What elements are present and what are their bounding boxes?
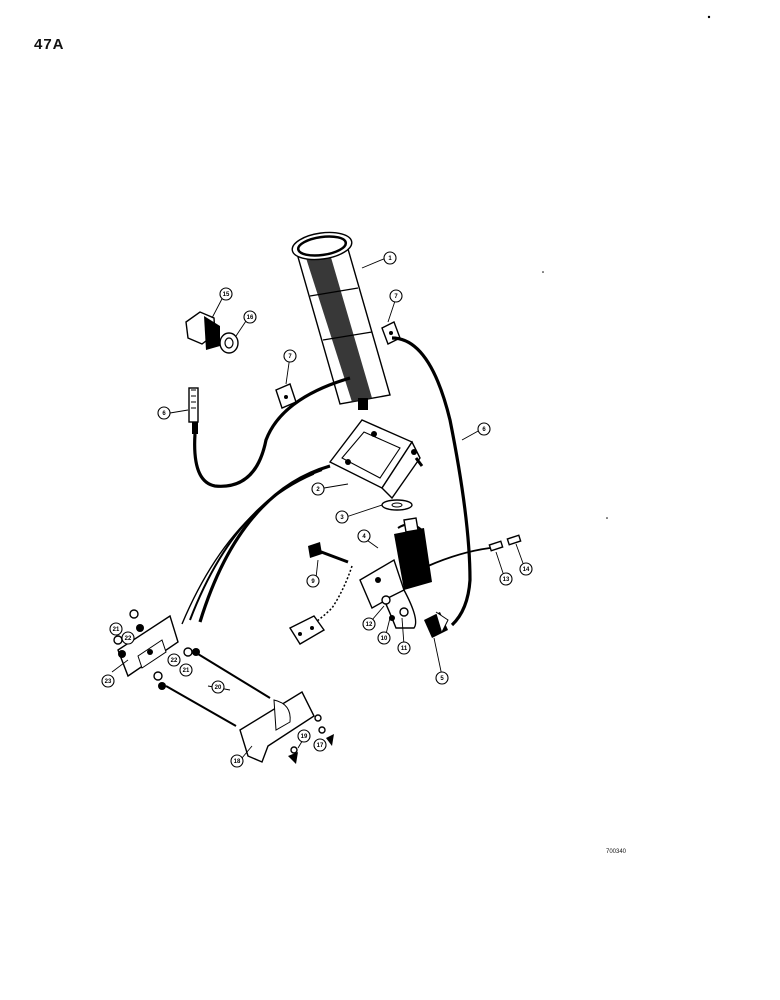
callout-c17: 17 [313,738,327,752]
callout-c7a: 7 [389,289,403,303]
callout-number: 13 [503,577,510,583]
callout-number: 21 [183,668,190,674]
callout-number: 10 [381,636,388,642]
callout-c1: 1 [383,251,397,265]
callout-number: 5 [440,676,444,682]
speck [707,15,711,19]
callout-number: 4 [362,534,366,540]
callout-number: 17 [317,743,324,749]
callout-c20: 20 [211,680,225,694]
callout-number: 7 [288,354,292,360]
callout-c23: 23 [101,674,115,688]
housing-part [359,517,449,638]
sender-part [188,387,199,434]
callout-c21a: 21 [109,622,123,636]
figure-code: 700340 [606,849,627,855]
callout-number: 11 [401,646,408,652]
callout-number: 2 [316,487,320,493]
callout-c19: 19 [297,729,311,743]
speck [606,517,608,519]
callout-c12: 12 [362,617,376,631]
callout-c9: 9 [306,574,320,588]
callout-number: 20 [215,685,222,691]
page-number: 47A [34,36,65,53]
callout-c10: 10 [377,631,391,645]
callout-number: 1 [388,256,392,262]
callout-c6a: 6 [157,406,171,420]
fitting-part [185,311,239,354]
callout-c4: 4 [357,529,371,543]
callout-number: 15 [223,292,230,298]
callout-number: 21 [113,627,120,633]
nut-part [381,595,391,605]
nut-part [399,607,409,617]
tube-part [193,376,351,488]
callout-c11: 11 [397,641,411,655]
bracket-part [328,419,424,500]
callout-number: 6 [162,411,166,417]
cable-part [181,473,315,625]
callout-c21b: 21 [179,663,193,677]
wire-part [427,547,491,567]
callout-number: 22 [125,636,132,642]
callout-c5: 5 [435,671,449,685]
cable-part [198,464,331,623]
callout-number: 3 [340,515,344,521]
callout-number: 12 [366,622,373,628]
callout-c6b: 6 [477,422,491,436]
callout-number: 6 [482,427,486,433]
callout-number: 22 [171,658,178,664]
callout-number: 9 [311,579,315,585]
leader-lines [111,257,525,759]
callout-number: 16 [247,315,254,321]
callout-c2: 2 [311,482,325,496]
callout-c3: 3 [335,510,349,524]
tube-part [391,336,472,627]
callout-number: 23 [105,679,112,685]
callout-c15: 15 [219,287,233,301]
cap-part [288,615,326,645]
callout-c18: 18 [230,754,244,768]
callout-c22b: 22 [167,653,181,667]
callout-number: 14 [523,567,530,573]
callout-c22a: 22 [121,631,135,645]
speck [542,271,544,273]
callout-c14: 14 [519,562,533,576]
callout-c7b: 7 [283,349,297,363]
callout-c13: 13 [499,572,513,586]
callout-c16: 16 [243,310,257,324]
callout-number: 18 [234,759,241,765]
lower-bracket-part [113,609,334,764]
callout-number: 7 [394,294,398,300]
callout-number: 19 [301,734,308,740]
gauge-cylinder-part [291,231,391,410]
